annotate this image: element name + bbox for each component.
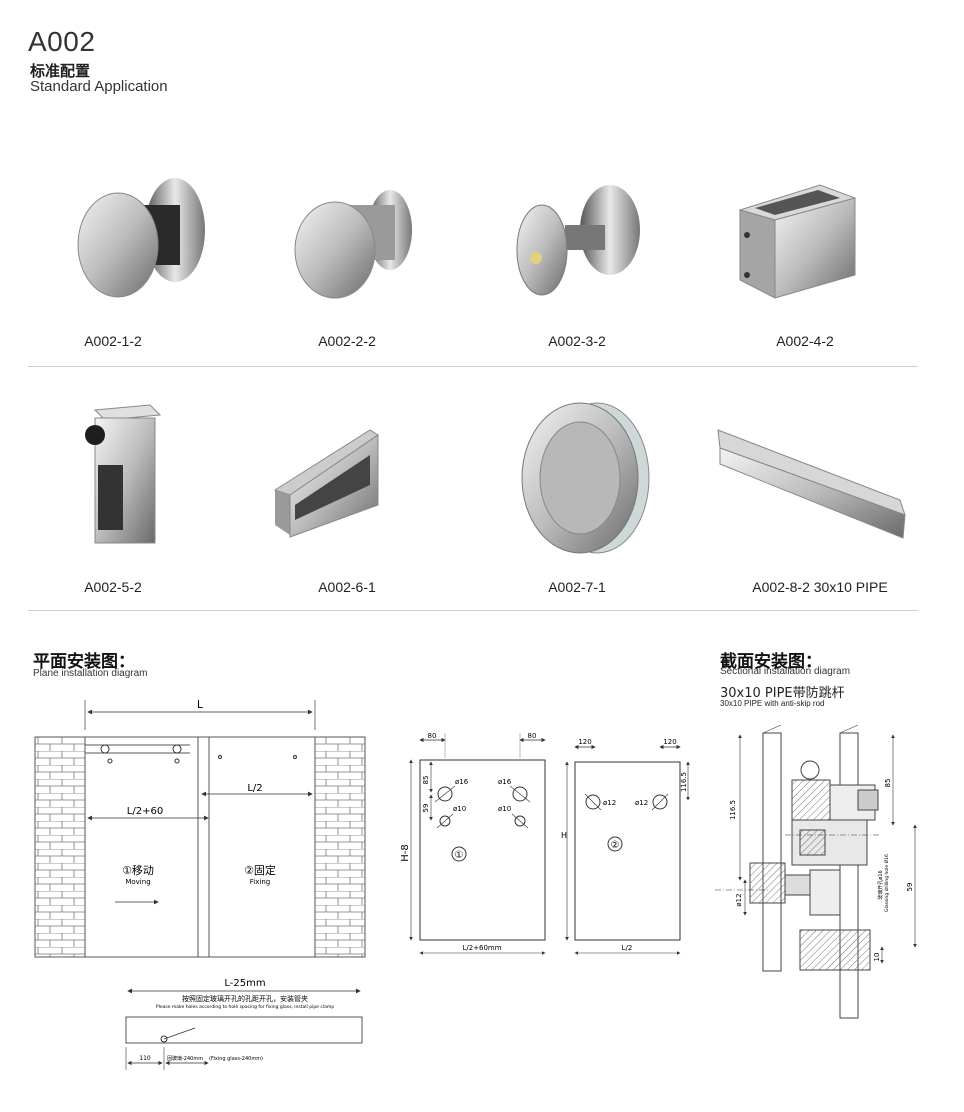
product-code-8: A002-8-2 30x10 PIPE — [752, 579, 888, 595]
dim-L2-bottom: L/2 — [622, 944, 633, 952]
page-title: A002 — [28, 26, 96, 57]
hole-16-left: ø16 — [455, 778, 469, 786]
row-divider — [28, 366, 918, 367]
moving-label-cn: ①移动 — [122, 864, 154, 877]
dim-110: 110 — [139, 1055, 151, 1062]
hole-10-left: ø10 — [453, 805, 466, 813]
product-code-1: A002-1-2 — [84, 333, 142, 349]
sect-dim-85: 85 — [884, 779, 892, 788]
section-title-cn: 截面安装图： — [720, 652, 822, 672]
hole-10-right: ø10 — [498, 805, 511, 813]
section-title-en: Sectional installation diagram — [720, 666, 851, 677]
subtitle-cn: 标准配置 — [30, 62, 91, 80]
product-code-5: A002-5-2 — [84, 579, 142, 595]
plane-installation-diagram: L L/2 L/2+60 ①移动 Moving ②固定 Fixing L-25m… — [34, 698, 366, 1070]
product-code-6: A002-6-1 — [318, 579, 376, 595]
product-image-7[interactable] — [515, 400, 650, 560]
subtitle-en: Standard Application — [30, 78, 168, 95]
product-image-5[interactable] — [80, 400, 170, 550]
dim-116-5: 116.5 — [680, 772, 688, 792]
panel-2-number: ② — [611, 840, 620, 851]
dim-L2: L/2 — [247, 783, 262, 794]
product-image-4[interactable] — [730, 180, 860, 300]
panel-1-number: ① — [455, 850, 464, 861]
product-image-8[interactable] — [715, 420, 910, 545]
plane-title-en: Plane installation diagram — [33, 668, 148, 679]
fixing-glass-cn: 固玻璃-240mm — [167, 1055, 203, 1062]
row-divider — [28, 610, 918, 611]
hole-12-right: ø12 — [635, 799, 648, 807]
product-image-3[interactable] — [510, 180, 650, 310]
dim-80-right: 80 — [528, 732, 537, 740]
product-image-1[interactable] — [70, 170, 220, 310]
sect-dim-o12: ø12 — [735, 893, 743, 906]
dim-120-right: 120 — [663, 738, 676, 746]
dim-L: L — [197, 698, 204, 711]
dim-59: 59 — [422, 804, 430, 813]
dim-120-left: 120 — [578, 738, 591, 746]
hole-16-right: ø16 — [498, 778, 512, 786]
sect-dim-116-5: 116.5 — [729, 800, 737, 820]
product-code-2: A002-2-2 — [318, 333, 376, 349]
sectional-diagram: 116.5 ø12 85 59 10 玻璃开孔ø16 Glassing dril… — [715, 725, 917, 1019]
product-image-2[interactable] — [290, 185, 420, 315]
sect-drill-en: Glassing drilling hole Ø16 — [883, 854, 890, 912]
pipe-title-cn: 30x10 PIPE带防跳杆 — [720, 686, 845, 701]
sect-drill-cn: 玻璃开孔ø16 — [877, 870, 884, 899]
product-image-6[interactable] — [270, 425, 385, 545]
dim-L2-60mm: L/2+60mm — [462, 944, 501, 952]
dim-L2-60: L/2+60 — [127, 806, 163, 817]
note-en: Please make holes according to hole spac… — [156, 1004, 334, 1010]
product-code-3: A002-3-2 — [548, 333, 606, 349]
pipe-title-en: 30x10 PIPE with anti-skip rod — [720, 699, 825, 708]
sect-dim-59: 59 — [906, 883, 914, 892]
panel-2-diagram: 120 120 116.5 ø12 ø12 H ② L/2 — [561, 738, 690, 955]
dim-85: 85 — [422, 776, 430, 785]
note-cn: 按照固定玻璃开孔的孔距开孔，安装管夹 — [182, 994, 308, 1003]
moving-label-en: Moving — [125, 878, 150, 886]
product-code-7: A002-7-1 — [548, 579, 606, 595]
fixing-label-en: Fixing — [250, 878, 270, 886]
dim-80-left: 80 — [428, 732, 437, 740]
sect-dim-10: 10 — [873, 953, 881, 962]
fixing-glass-en: (Fixing glass-240mm) — [209, 1056, 263, 1062]
dim-H-8: H-8 — [400, 844, 411, 862]
dim-L-25: L-25mm — [224, 978, 265, 989]
plane-title-cn: 平面安装图： — [33, 652, 135, 672]
dim-H: H — [561, 831, 567, 840]
product-code-4: A002-4-2 — [776, 333, 834, 349]
hole-12-left: ø12 — [603, 799, 616, 807]
fixing-label-cn: ②固定 — [244, 863, 276, 877]
panel-1-diagram: 80 80 85 59 ø16 ø10 ø16 ø10 H-8 ① L/2+60… — [400, 732, 546, 955]
